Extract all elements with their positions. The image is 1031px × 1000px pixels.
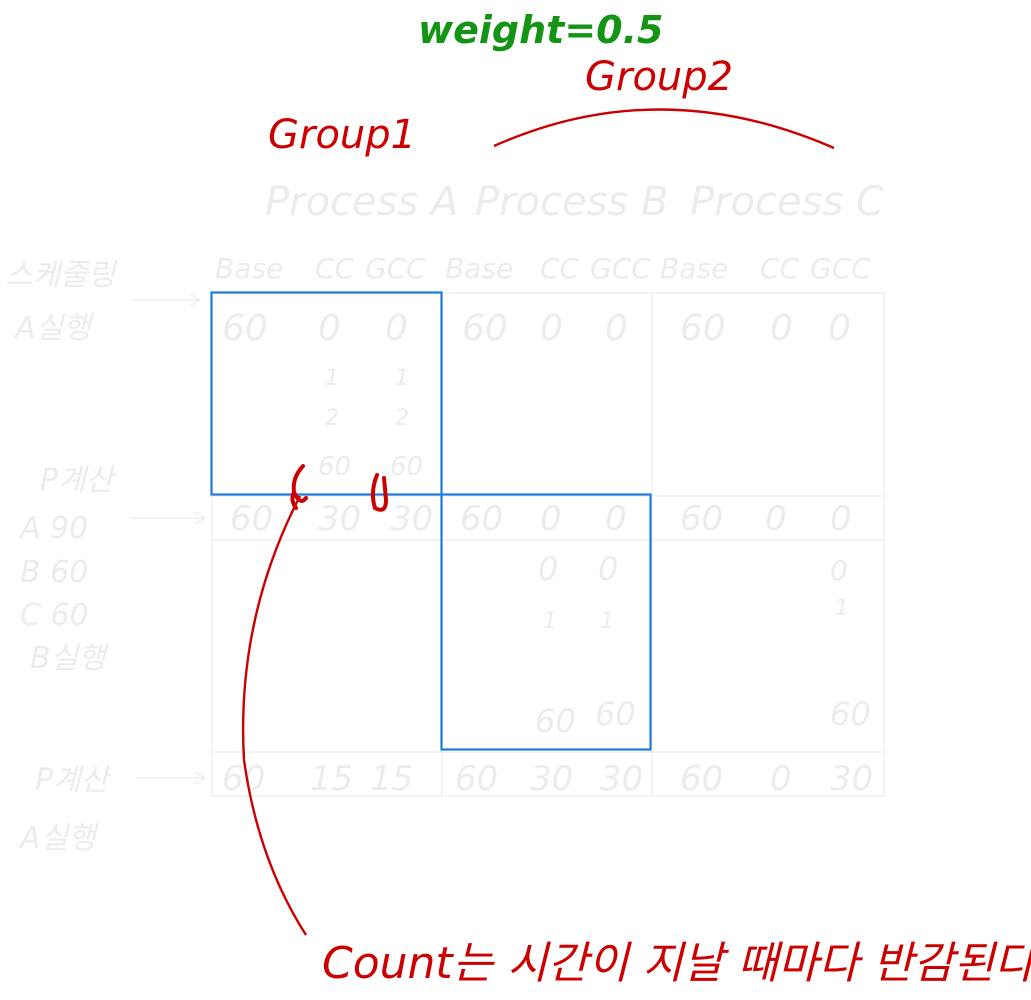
r2-v4: 60 <box>460 499 503 539</box>
r3-v7: 60 <box>680 759 723 799</box>
row-label-b60: B 60 <box>20 555 88 590</box>
b-v3: 0 <box>830 554 848 587</box>
r3-v4: 60 <box>455 759 498 799</box>
row-label-c60: C 60 <box>20 598 89 633</box>
row-label-p-calc: P계산 <box>40 463 117 498</box>
weight-label: weight=0.5 <box>418 8 663 52</box>
r2-v1: 60 <box>230 499 273 539</box>
row-label-b-run: B실행 <box>30 641 109 676</box>
r2-v5: 0 <box>540 499 562 539</box>
row-label-a90: A 90 <box>18 511 88 546</box>
note-pointer-line <box>241 495 308 936</box>
r1-v4: 60 <box>462 308 508 349</box>
b-v9: 60 <box>830 695 871 733</box>
half-num-2: 1 <box>395 366 409 391</box>
b-v5: 1 <box>600 609 614 634</box>
col-cc-c: CC <box>760 252 800 285</box>
b-v8: 60 <box>595 695 636 733</box>
row-label-a-run-2: A실행 <box>18 821 99 856</box>
r2-v2: 30 <box>318 499 361 539</box>
b-v2: 0 <box>598 550 618 588</box>
cc-hook-mark <box>290 464 308 510</box>
col-base-c: Base <box>660 252 728 285</box>
r1-v9: 0 <box>828 308 851 349</box>
r1-v7: 60 <box>680 308 726 349</box>
table-frame <box>211 292 885 797</box>
b-v4: 1 <box>543 609 557 634</box>
col-gcc-c: GCC <box>810 252 871 285</box>
col-cc-b: CC <box>540 252 580 285</box>
r1-v1: 60 <box>222 308 268 349</box>
gcc-hook-mark <box>370 473 389 512</box>
row-label-p-calc-2: P계산 <box>35 763 112 798</box>
r3-v6: 30 <box>600 759 643 799</box>
r2-v8: 0 <box>765 499 787 539</box>
group2-label: Group2 <box>585 54 733 100</box>
col-base-b: Base <box>445 252 513 285</box>
r3-v9: 30 <box>830 759 873 799</box>
r2-v6: 0 <box>605 499 627 539</box>
col-cc-a: CC <box>315 252 355 285</box>
group2-highlight-box <box>440 493 652 751</box>
b-v7: 60 <box>535 702 576 740</box>
r3-v5: 30 <box>530 759 573 799</box>
half-den-2: 2 <box>395 406 409 431</box>
row-label-a-run: A실행 <box>13 311 94 346</box>
r2-v7: 60 <box>680 499 723 539</box>
mid-v2: 60 <box>390 452 423 482</box>
r3-v2: 15 <box>310 759 353 799</box>
process-b-label: Process B <box>475 179 668 225</box>
halving-note: Count는 시간이 지날 때마다 반감된다. <box>322 938 1031 989</box>
mid-v1: 60 <box>318 452 351 482</box>
group1-highlight-box <box>210 291 443 496</box>
r2-v9: 0 <box>830 499 852 539</box>
b-v6: 1 <box>835 596 849 621</box>
half-num-1: 1 <box>325 366 339 391</box>
col-gcc-b: GCC <box>590 252 651 285</box>
r1-v5: 0 <box>540 308 563 349</box>
r1-v8: 0 <box>770 308 793 349</box>
group2-bracket-arc <box>493 108 835 150</box>
b-v1: 0 <box>538 550 558 588</box>
arrow-row3 <box>135 771 207 785</box>
r1-v6: 0 <box>605 308 628 349</box>
row-dividers <box>212 495 884 753</box>
arrow-row1 <box>130 293 202 307</box>
r1-v2: 0 <box>318 308 341 349</box>
col-base-a: Base <box>215 252 283 285</box>
col-gcc-a: GCC <box>365 252 426 285</box>
group1-label: Group1 <box>268 112 416 158</box>
r2-v3: 30 <box>390 499 433 539</box>
r3-v3: 15 <box>370 759 413 799</box>
half-den-1: 2 <box>325 406 339 431</box>
process-c-label: Process C <box>690 179 884 225</box>
row-label-scheduling: 스케줄링 <box>5 258 118 293</box>
r3-v8: 0 <box>770 759 792 799</box>
arrow-row2 <box>130 511 207 525</box>
r1-v3: 0 <box>385 308 408 349</box>
process-a-label: Process A <box>265 179 458 225</box>
faint-table: Process A Process B Process C Base CC GC… <box>5 179 885 856</box>
